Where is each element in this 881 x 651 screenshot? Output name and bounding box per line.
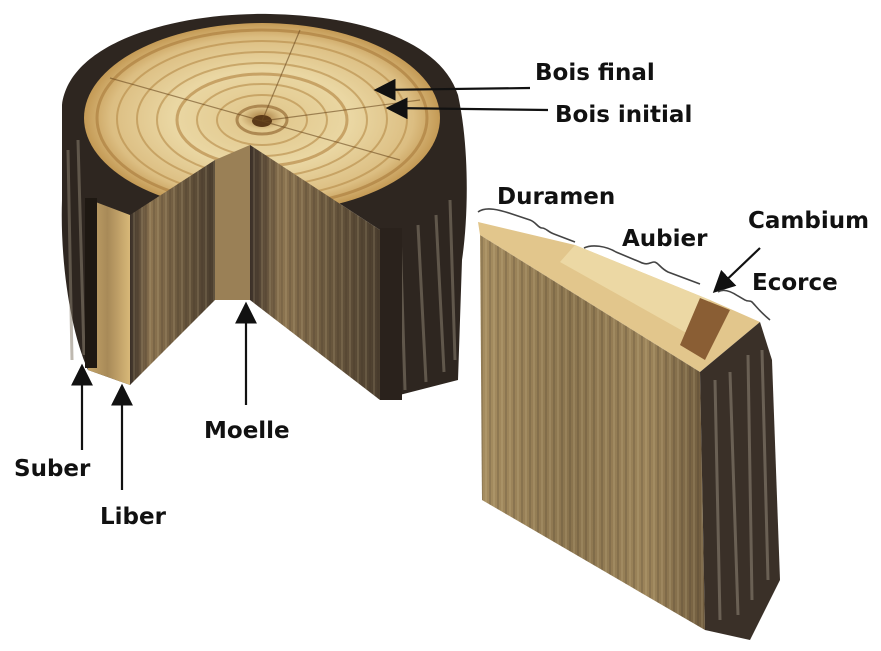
wood-slice [478, 222, 780, 640]
label-moelle: Moelle [204, 418, 290, 444]
label-duramen: Duramen [497, 184, 615, 210]
label-aubier: Aubier [622, 226, 708, 252]
label-suber: Suber [14, 456, 91, 482]
label-cambium: Cambium [748, 208, 869, 234]
label-liber: Liber [100, 504, 167, 530]
trunk-cutaway [62, 14, 467, 400]
label-bois-final: Bois final [535, 60, 655, 86]
cut-face-center [215, 145, 250, 300]
label-bois-initial: Bois initial [555, 102, 692, 128]
label-ecorce: Ecorce [752, 270, 838, 296]
bark-cut-edge [380, 228, 402, 400]
suber-layer [85, 198, 97, 368]
slice-bark [700, 322, 780, 640]
